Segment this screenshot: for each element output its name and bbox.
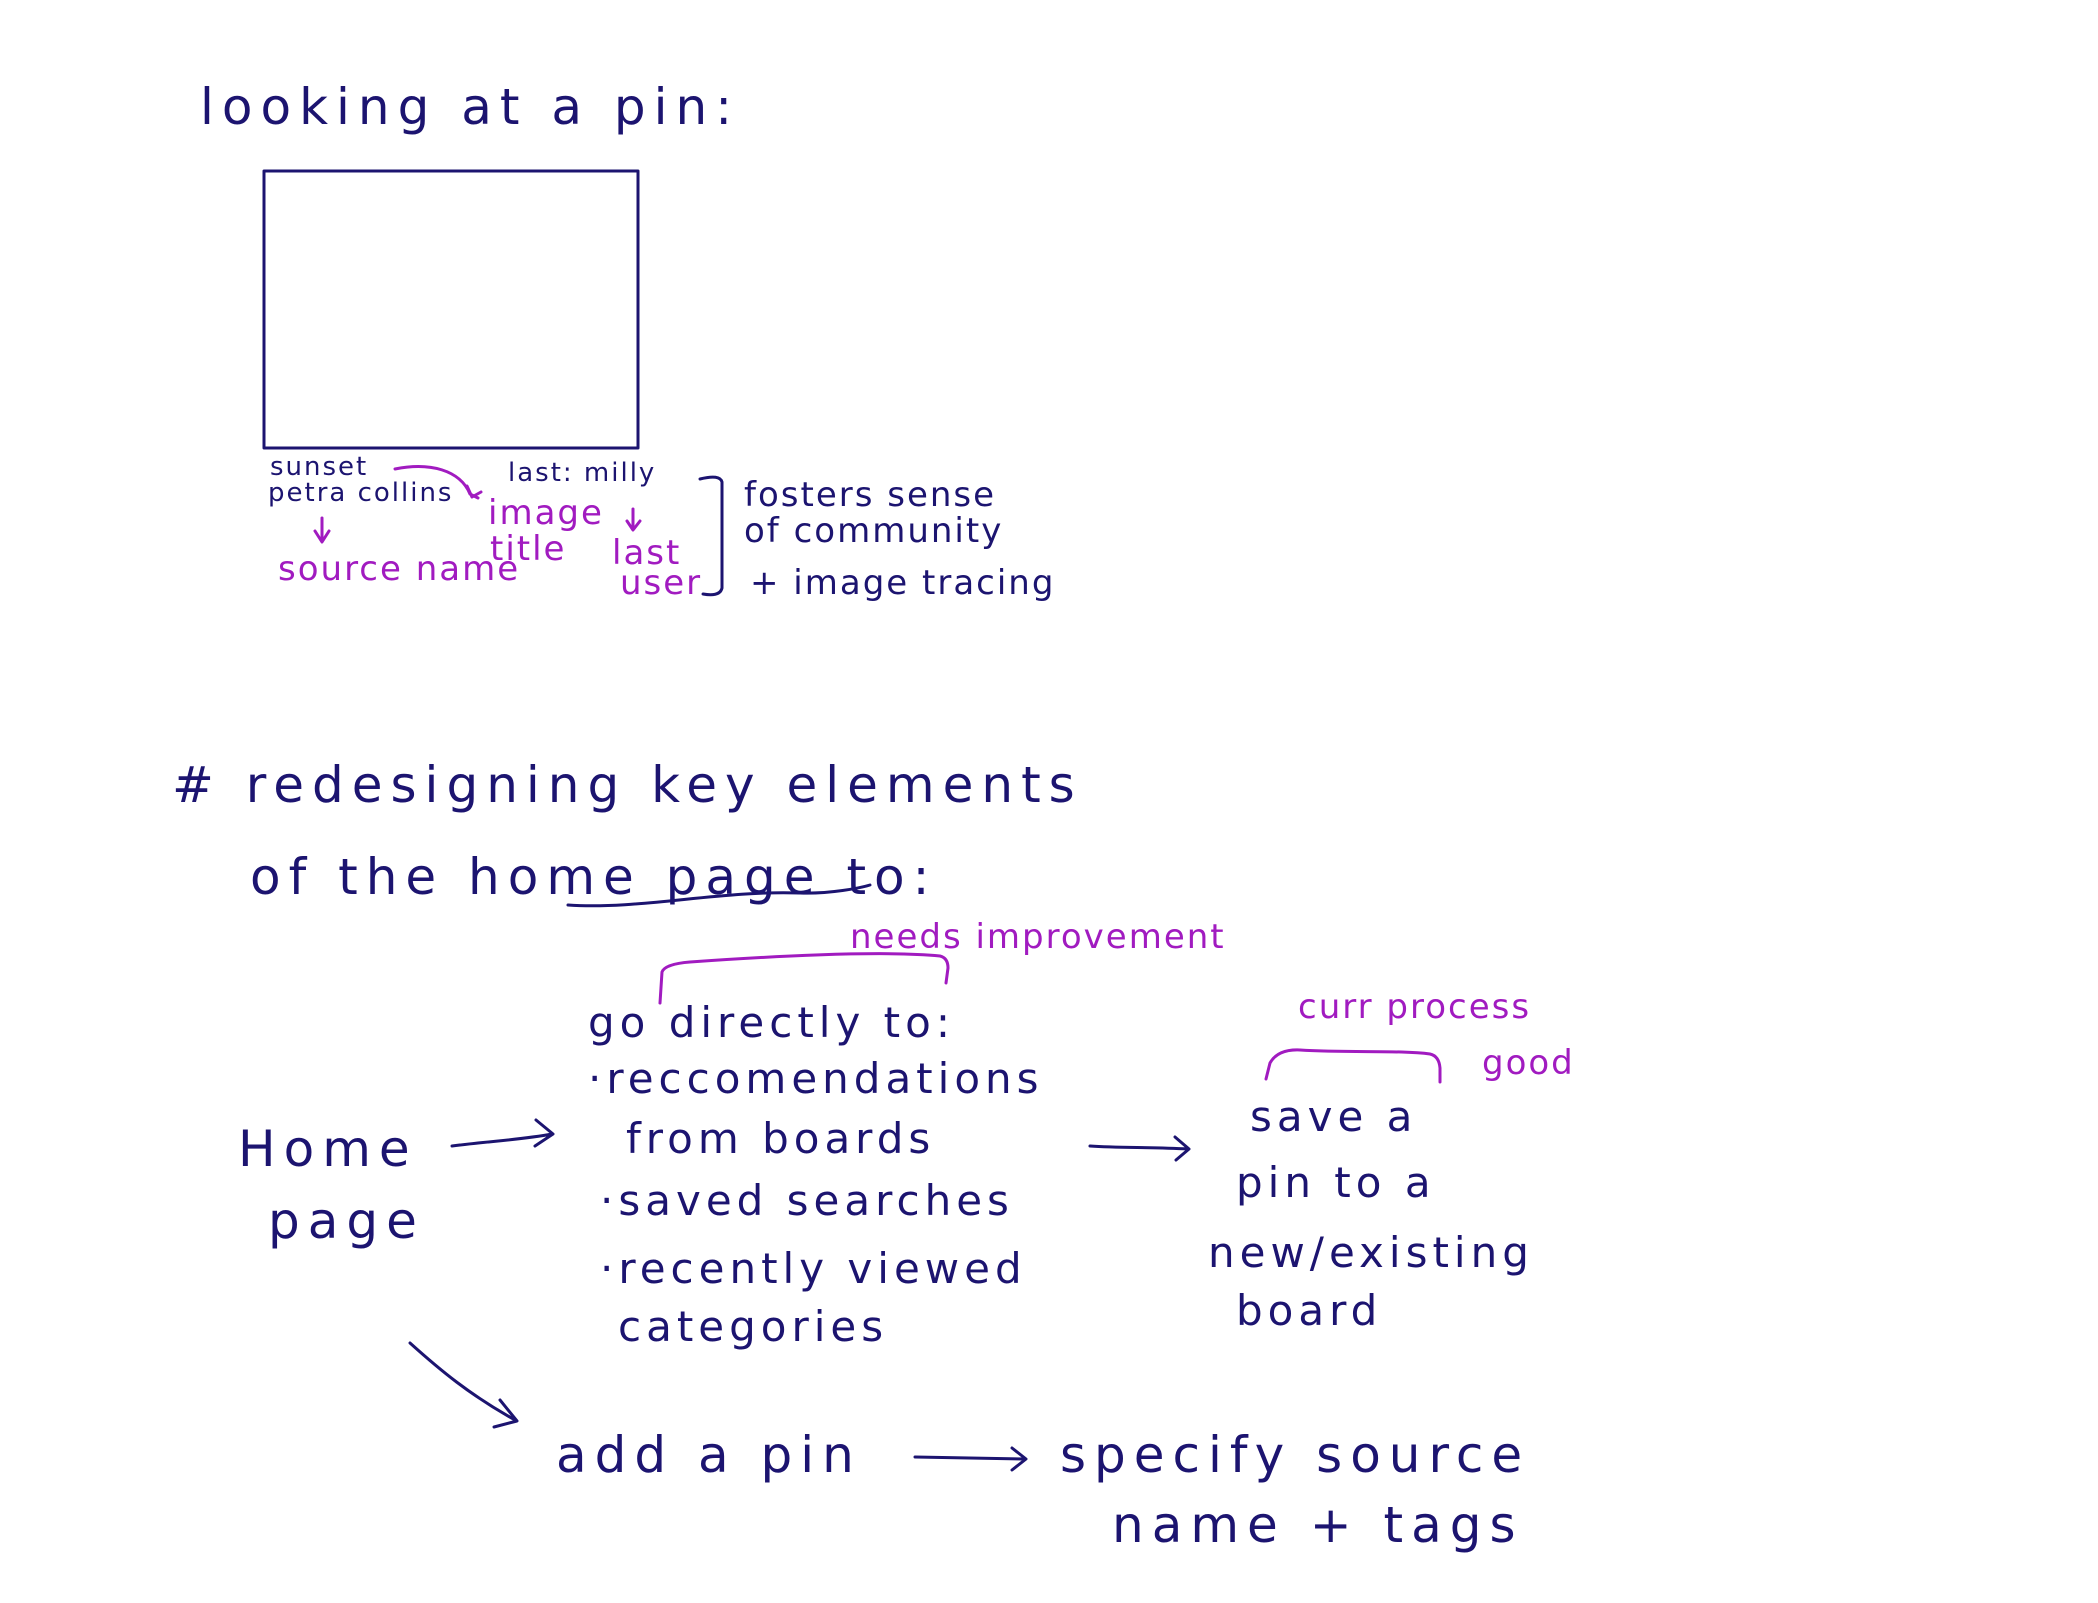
go-directly-heading: go directly to:	[588, 998, 955, 1047]
home-page-underline	[566, 883, 872, 908]
flow-page: page	[268, 1192, 425, 1250]
annotation-last-user-1: last	[612, 533, 682, 573]
go-directly-saved-searches: ·saved searches	[600, 1176, 1014, 1225]
pin-bracket	[698, 475, 724, 597]
pin-title: sunset	[270, 452, 369, 482]
go-directly-recently-viewed: ·recently viewed	[600, 1244, 1027, 1293]
arrow-home-to-go-directly	[450, 1118, 555, 1148]
arrow-go-directly-to-save	[1088, 1135, 1191, 1162]
note-needs-improvement: needs improvement	[850, 917, 1226, 957]
go-directly-categories: categories	[618, 1302, 889, 1351]
arrow-title-to-image-title	[393, 465, 483, 500]
pin-author: petra collins	[268, 478, 454, 508]
note-good: good	[1482, 1043, 1575, 1083]
process-good-brace	[1264, 1048, 1442, 1084]
goal-image-tracing: + image tracing	[750, 563, 1056, 603]
flow-specify-2: name + tags	[1112, 1496, 1524, 1554]
annotation-image-title-2: title	[490, 529, 567, 569]
heading-redesign-1: # redesigning key elements	[172, 756, 1083, 814]
flow-specify-1: specify source	[1060, 1426, 1531, 1484]
needs-improvement-brace	[658, 952, 950, 1005]
annotation-last-user-2: user	[620, 563, 703, 603]
flow-add-pin: add a pin	[556, 1426, 862, 1484]
heading-looking-at-pin: looking at a pin:	[200, 78, 741, 136]
arrow-home-to-add-pin	[408, 1341, 519, 1429]
go-directly-recommendations: ·reccomendations	[588, 1054, 1044, 1103]
heading-redesign-2: of the home page to:	[250, 848, 938, 906]
flow-home: Home	[238, 1120, 418, 1178]
go-directly-from-boards: from boards	[626, 1114, 936, 1163]
pin-last-user: last: milly	[508, 458, 657, 488]
annotation-image-title-1: image	[488, 493, 604, 533]
note-curr-process: curr process	[1298, 987, 1532, 1027]
save-pin-line-3: new/existing	[1208, 1228, 1534, 1277]
annotation-source-name: source name	[278, 549, 521, 589]
goal-of-community: of community	[744, 511, 1004, 551]
save-pin-line-4: board	[1236, 1286, 1383, 1335]
arrow-last-to-user	[625, 507, 642, 532]
goal-fosters-sense: fosters sense	[744, 475, 997, 515]
pin-image-frame	[262, 169, 640, 450]
arrow-add-to-specify	[913, 1446, 1028, 1472]
save-pin-line-1: save a	[1250, 1092, 1418, 1141]
arrow-author-to-source	[313, 516, 331, 544]
save-pin-line-2: pin to a	[1236, 1158, 1436, 1207]
